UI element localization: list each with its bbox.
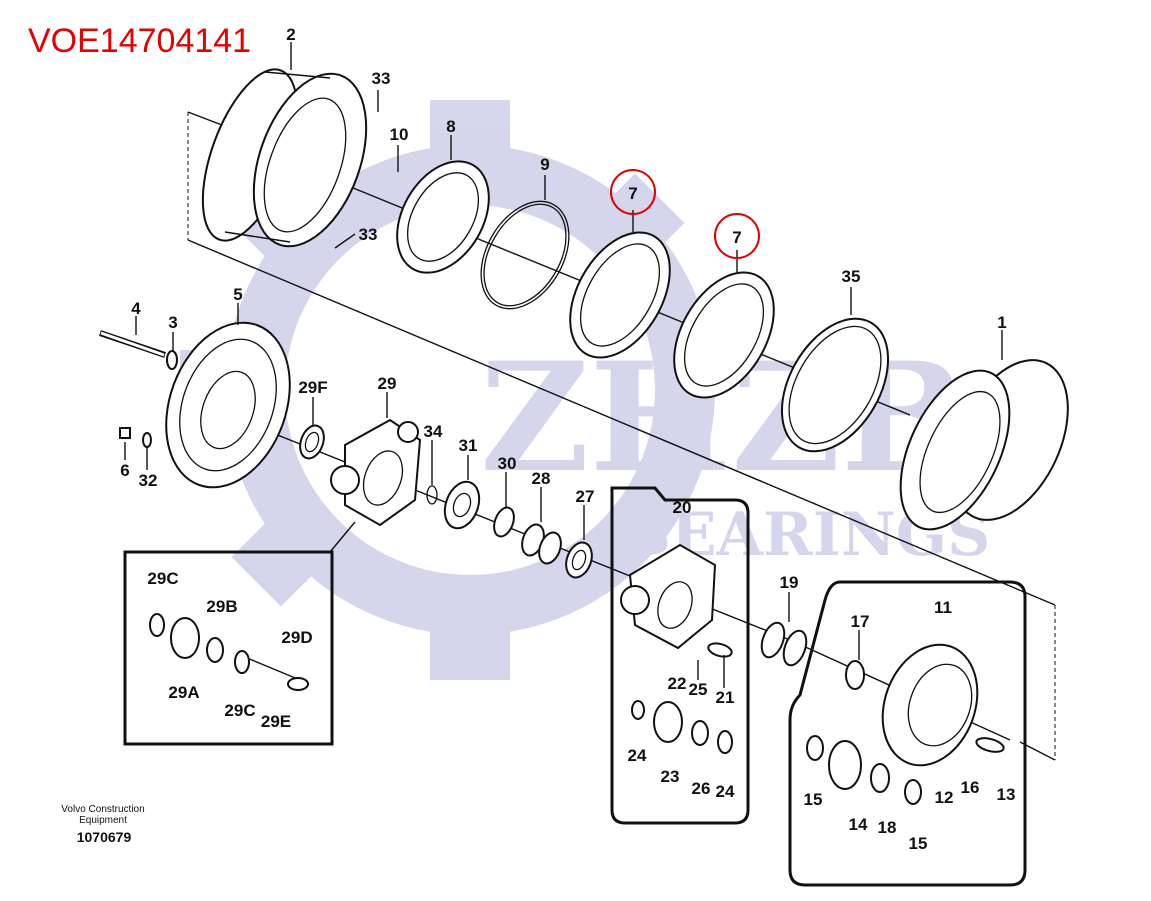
label-7-second: 7	[732, 228, 741, 247]
label-29A: 29A	[168, 683, 199, 702]
label-19: 19	[780, 573, 799, 592]
label-16: 16	[961, 778, 980, 797]
part-29-planet-carrier	[330, 418, 422, 527]
label-14: 14	[849, 815, 868, 834]
label-28: 28	[532, 469, 551, 488]
label-25: 25	[689, 680, 708, 699]
part-34-snap-ring	[426, 485, 438, 505]
footer-company-line2: Equipment	[79, 815, 127, 826]
highlight-circle-7b	[714, 213, 760, 259]
label-10: 10	[390, 125, 409, 144]
part-19-sleeve	[760, 621, 808, 667]
label-29C-bottom: 29C	[224, 701, 255, 720]
part-28-sleeve	[521, 523, 562, 565]
highlight-markers	[610, 169, 760, 259]
label-11: 11	[934, 598, 952, 617]
part-1-drum	[899, 359, 1069, 531]
label-29B: 29B	[206, 597, 237, 616]
label-3: 3	[168, 313, 177, 332]
label-23: 23	[661, 767, 680, 786]
group-box-20	[610, 486, 750, 825]
part-35-seal-ring	[780, 317, 890, 453]
label-6: 6	[120, 461, 129, 480]
part-4-bolt	[99, 330, 166, 358]
label-13: 13	[997, 785, 1016, 804]
leader-lines	[124, 42, 1003, 688]
label-24-left: 24	[628, 746, 647, 765]
part-2-housing	[201, 68, 368, 248]
label-5: 5	[233, 285, 242, 304]
label-9: 9	[540, 155, 549, 174]
part-7-seal-a	[569, 231, 671, 359]
footer-drawing-number: 1070679	[77, 829, 132, 845]
label-33-bottom: 33	[359, 225, 378, 244]
label-24-right: 24	[716, 782, 735, 801]
label-35: 35	[842, 267, 861, 286]
part-7-seal-b	[673, 271, 775, 399]
group-box-11	[788, 580, 1027, 887]
part-31-sun-gear	[443, 480, 481, 530]
label-30: 30	[498, 454, 517, 473]
label-7-first: 7	[628, 184, 637, 203]
part-32-seal	[142, 432, 152, 448]
label-21: 21	[716, 688, 735, 707]
part-3-washer	[166, 350, 178, 370]
label-27: 27	[576, 487, 595, 506]
label-29D: 29D	[281, 628, 312, 647]
label-12: 12	[935, 788, 954, 807]
label-2: 2	[286, 25, 295, 44]
part-number-title: VOE14704141	[28, 22, 251, 60]
label-29C-top: 29C	[147, 569, 178, 588]
highlight-circle-7a	[610, 169, 656, 215]
label-33-top: 33	[372, 69, 391, 88]
part-6-plug	[119, 427, 131, 439]
part-29F-washer	[299, 424, 325, 460]
label-26: 26	[692, 779, 711, 798]
label-34: 34	[424, 422, 443, 441]
label-17: 17	[851, 612, 870, 631]
label-15-left: 15	[804, 790, 823, 809]
label-20: 20	[673, 498, 692, 517]
footer-company-line1: Volvo Construction	[61, 804, 144, 815]
label-22: 22	[668, 674, 687, 693]
label-8: 8	[446, 117, 455, 136]
label-31: 31	[459, 436, 478, 455]
part-30-ring	[493, 506, 515, 538]
part-labels: 2 33 33 10 8 9 7 7 35 1 4 3 5 29F 29 34 …	[120, 25, 1015, 853]
part-27-washer	[565, 541, 593, 579]
label-18: 18	[878, 818, 897, 837]
label-29: 29	[378, 374, 397, 393]
label-4: 4	[131, 299, 141, 318]
label-15-right: 15	[909, 834, 928, 853]
label-29E: 29E	[261, 712, 291, 731]
part-5-cover	[165, 321, 291, 489]
label-1: 1	[997, 313, 1006, 332]
part-9-o-ring	[480, 200, 570, 310]
footer: Volvo Construction Equipment 1070679	[61, 804, 144, 845]
label-29F: 29F	[298, 378, 327, 397]
group-box-29	[123, 521, 356, 746]
label-32: 32	[139, 471, 158, 490]
part-8-bearing-ring	[396, 160, 490, 274]
